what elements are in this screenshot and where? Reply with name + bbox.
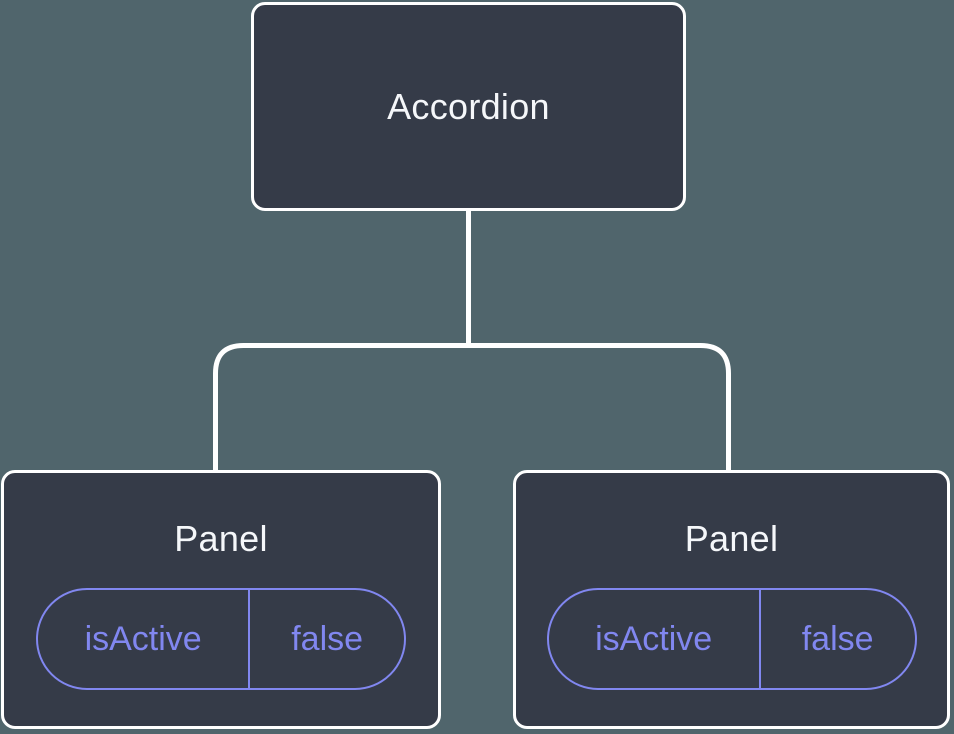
node-panel-left: Panel isActive false xyxy=(1,470,441,729)
state-value: false xyxy=(801,619,874,658)
state-pill: isActive false xyxy=(36,588,406,690)
branch-bracket-line xyxy=(213,343,731,472)
state-name: isActive xyxy=(38,590,251,688)
state-pill: isActive false xyxy=(546,588,917,690)
node-panel-right: Panel isActive false xyxy=(513,470,950,729)
state-value: false xyxy=(291,619,364,658)
node-accordion-label: Accordion xyxy=(387,85,550,127)
node-accordion: Accordion xyxy=(251,2,686,211)
node-panel-right-label: Panel xyxy=(684,518,779,559)
node-panel-left-label: Panel xyxy=(174,518,268,559)
state-name: isActive xyxy=(549,590,761,688)
